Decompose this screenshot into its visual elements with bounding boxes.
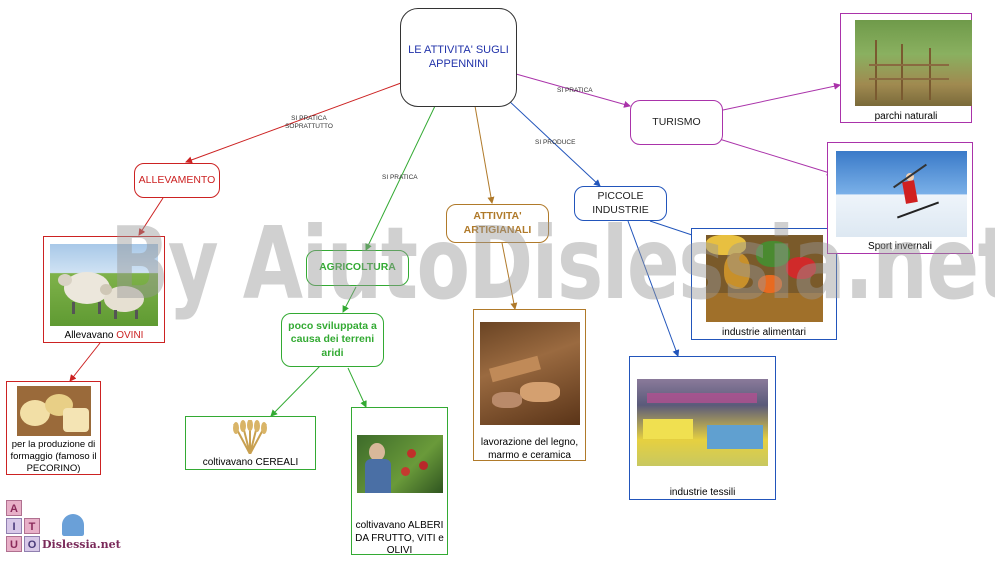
card-cereali-caption: coltivavano CEREALI (202, 457, 299, 468)
card-alimentari-caption: industrie alimentari (722, 327, 806, 338)
cheese-image (17, 386, 91, 436)
center-label: LE ATTIVITA' SUGLI APPENNINI (408, 43, 509, 70)
link-cereali (270, 365, 321, 417)
logo-block-i: I (6, 518, 22, 534)
link-label-agricoltura: SI PRATICA (382, 174, 418, 181)
card-alberi-caption: coltivavano ALBERI DA FRUTTO, VITI e OLI… (355, 520, 444, 556)
node-allevamento-label: ALLEVAMENTO (138, 173, 216, 186)
logo-child-icon (62, 514, 84, 536)
card-formaggio: per la produzione di formaggio (famoso i… (6, 381, 101, 475)
link-label-turismo: SI PRATICA (557, 87, 593, 94)
logo-block-a: A (6, 500, 22, 516)
node-turismo[interactable]: TURISMO (630, 100, 723, 145)
node-turismo-label: TURISMO (652, 115, 701, 128)
node-allevamento[interactable]: ALLEVAMENTO (134, 163, 220, 198)
node-agricoltura-label: AGRICOLTURA (319, 261, 396, 274)
sheep-image (50, 244, 158, 326)
link-parchi (722, 82, 841, 111)
card-ovini: Allevavano OVINI (43, 236, 165, 343)
woodwork-image (480, 322, 580, 425)
node-agricoltura-note-label: poco sviluppata a causa dei terreni arid… (288, 320, 377, 359)
link-agricoltura (365, 105, 436, 251)
link-note (342, 286, 357, 313)
ovini-prefix: Allevavano (64, 330, 117, 341)
link-legno (501, 242, 518, 310)
wheat-image (224, 420, 276, 454)
node-agricoltura[interactable]: AGRICOLTURA (306, 250, 409, 286)
card-ovini-caption: Allevavano OVINI (46, 330, 162, 343)
link-tessili (627, 220, 680, 357)
card-parchi: parchi naturali (840, 13, 972, 123)
food-image (706, 235, 823, 322)
link-sport (715, 137, 834, 176)
logo-block-o: O (24, 536, 40, 552)
link-industrie (507, 99, 601, 187)
textile-image (637, 379, 768, 466)
node-industrie-label: PICCOLE INDUSTRIE (592, 190, 649, 216)
aiutodislessia-logo: A I T U O Dislessia.net (6, 500, 138, 556)
card-legno-caption: lavorazione del legno, marmo e ceramica (480, 437, 579, 461)
card-alimentari: industrie alimentari (691, 228, 837, 340)
link-allevamento (185, 82, 402, 164)
watermark: By AiutoDislessia.net (110, 205, 995, 322)
node-agricoltura-note[interactable]: poco sviluppata a causa dei terreni arid… (281, 313, 384, 367)
card-parchi-caption: parchi naturali (874, 111, 938, 122)
node-artigianali[interactable]: ATTIVITA' ARTIGIANALI (446, 204, 549, 243)
node-artigianali-label: ATTIVITA' ARTIGIANALI (463, 210, 532, 236)
card-cereali: coltivavano CEREALI (185, 416, 316, 470)
card-sport-caption: Sport invernali (868, 241, 932, 252)
logo-block-u: U (6, 536, 22, 552)
link-artigianali (474, 105, 495, 204)
park-image (855, 20, 972, 106)
logo-block-t: T (24, 518, 40, 534)
link-label-industrie: SI PRODUCE (535, 139, 576, 146)
card-alberi: coltivavano ALBERI DA FRUTTO, VITI e OLI… (351, 407, 448, 556)
link-alberi (347, 367, 367, 408)
card-formaggio-caption: per la produzione di formaggio (famoso i… (10, 439, 97, 474)
link-ovini (138, 197, 164, 236)
link-formaggio (69, 342, 101, 382)
center-node[interactable]: LE ATTIVITA' SUGLI APPENNINI (400, 8, 517, 107)
ovini-highlight: OVINI (116, 330, 144, 341)
link-turismo (515, 73, 631, 108)
skier-image (836, 151, 967, 237)
card-tessili-caption: industrie tessili (669, 487, 736, 498)
link-label-allevamento: SI PRATICA SOPRATTUTTO (285, 115, 333, 130)
farmer-image (357, 435, 443, 493)
card-sport: Sport invernali (827, 142, 973, 254)
logo-text: Dislessia.net (42, 538, 121, 551)
node-industrie[interactable]: PICCOLE INDUSTRIE (574, 186, 667, 221)
card-tessili: industrie tessili (629, 356, 776, 500)
card-legno: lavorazione del legno, marmo e ceramica (473, 309, 586, 461)
